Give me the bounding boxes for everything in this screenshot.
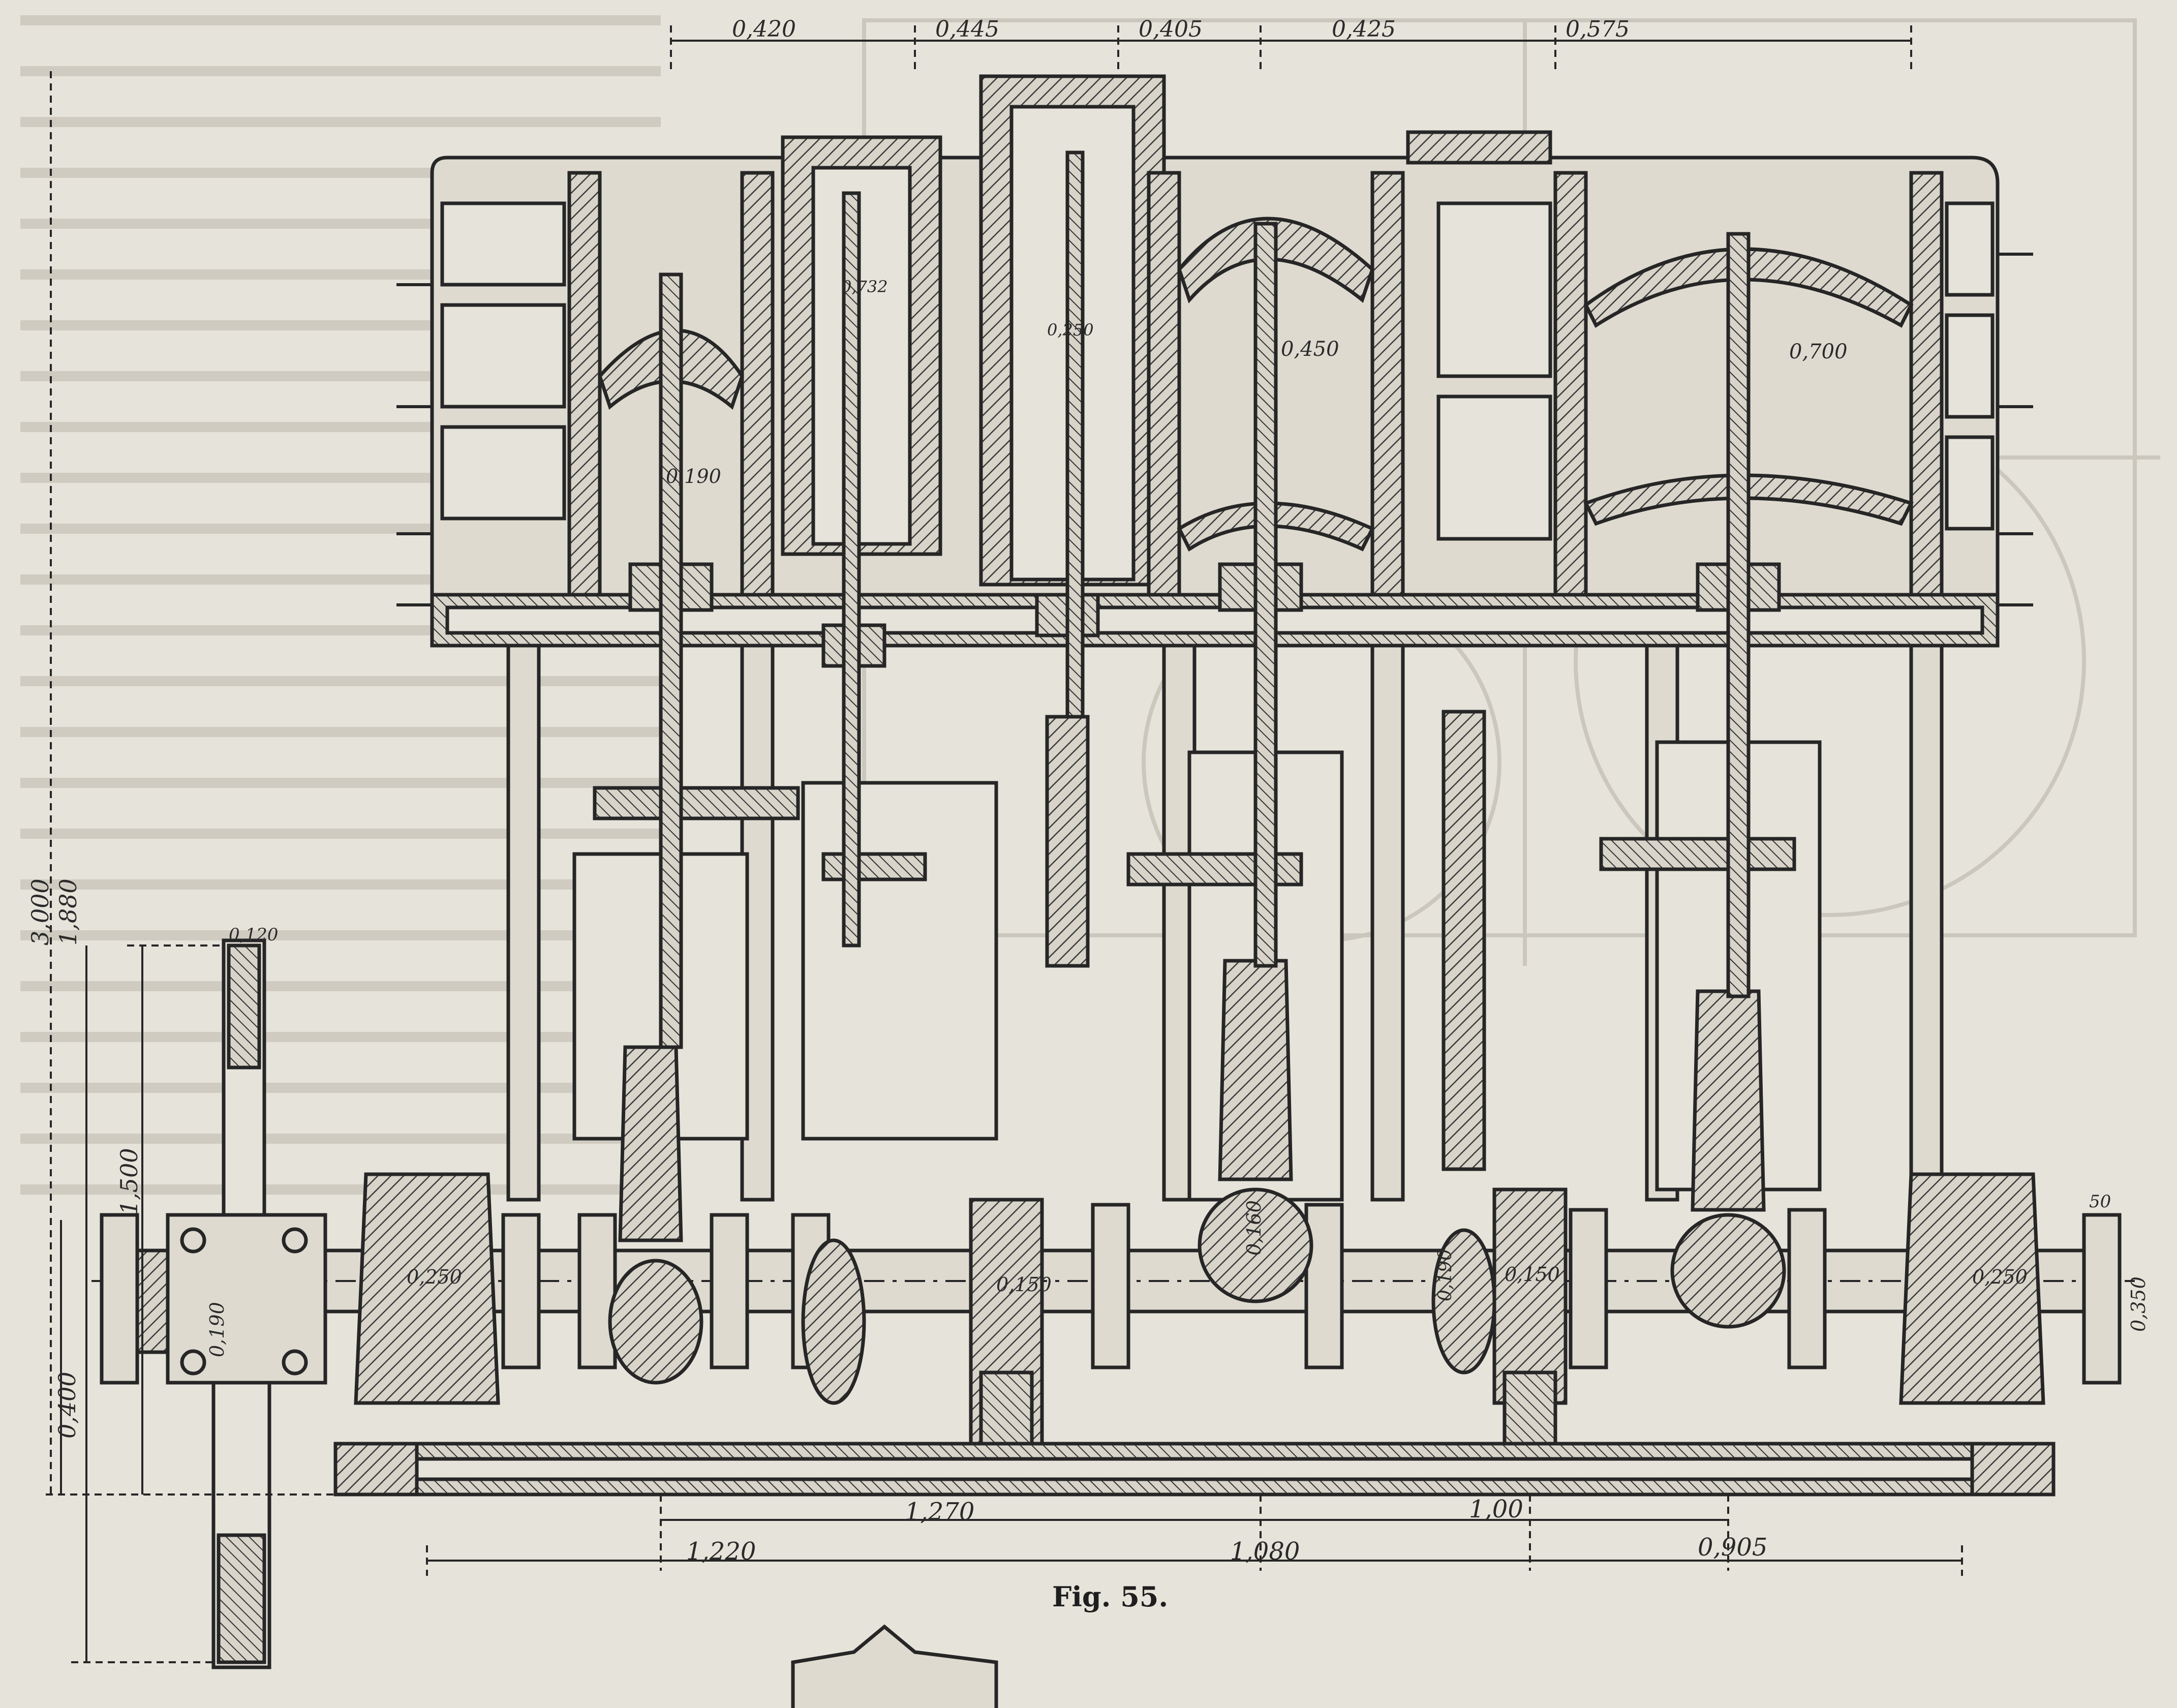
next-figure-fragment bbox=[791, 1624, 998, 1708]
valve-rod-2 bbox=[1065, 150, 1085, 719]
bedplate-foot-right bbox=[1970, 1442, 2056, 1497]
dim-top-5: 0,575 bbox=[1566, 16, 1630, 42]
guide-valve bbox=[801, 781, 998, 1141]
left-dimension-labels: 3,000 1,880 1,500 0,400 bbox=[26, 878, 143, 1439]
left-chamber-3 bbox=[440, 425, 566, 521]
dim-bottom-lower-2: 1,080 bbox=[1230, 1537, 1300, 1566]
turning-gear-bolt-1 bbox=[180, 1227, 206, 1254]
dim-left-3000: 3,000 bbox=[26, 878, 54, 946]
piston-lp bbox=[1583, 247, 1914, 328]
dim-0450: 0,450 bbox=[1281, 338, 1339, 361]
right-chamber-2 bbox=[1945, 313, 1995, 419]
bearing-left bbox=[354, 1172, 500, 1405]
turning-gear-bolt-2 bbox=[282, 1227, 308, 1254]
lever-lower-grip bbox=[217, 1533, 266, 1664]
big-end-lp bbox=[1670, 1213, 1786, 1329]
turning-gear-body bbox=[166, 1213, 327, 1385]
dim-bottom-lower-3: 0,905 bbox=[1698, 1533, 1767, 1562]
crosshead-hp bbox=[593, 786, 800, 820]
crank-web-5 bbox=[1091, 1203, 1130, 1369]
dim-0732: 0,732 bbox=[841, 277, 888, 296]
dim-50-flange: 50 bbox=[2089, 1192, 2111, 1212]
crank-web-8 bbox=[1787, 1208, 1827, 1369]
dim-top-4: 0,425 bbox=[1332, 16, 1396, 42]
dim-0350-flange: 0,350 bbox=[2127, 1276, 2150, 1332]
left-chamber-2 bbox=[440, 303, 566, 409]
coupling-flange-right bbox=[2082, 1213, 2122, 1385]
column-left-outer bbox=[506, 644, 541, 1202]
bedplate-inner bbox=[354, 1457, 2035, 1481]
crank-web-7 bbox=[1569, 1208, 1608, 1369]
dim-bottom-upper-1: 1,270 bbox=[905, 1498, 974, 1526]
piston-rod-hp bbox=[659, 272, 683, 1049]
turning-gear-bolt-3 bbox=[180, 1349, 206, 1376]
bedplate-foot-left bbox=[333, 1442, 419, 1497]
conrod-lp bbox=[1691, 989, 1766, 1212]
dim-0150-crank-mid: 0,150 bbox=[996, 1273, 1052, 1296]
dim-0250-crank-right: 0,250 bbox=[1972, 1266, 2028, 1288]
piston-rod-ip bbox=[1253, 222, 1278, 968]
lp-chamber-upper bbox=[1436, 201, 1552, 378]
dim-0250-valve: 0,250 bbox=[1047, 320, 1094, 340]
dim-left-1500: 1,500 bbox=[115, 1148, 143, 1215]
inner-dimension-labels: 0,732 0,250 0,450 0,700 0,190 0,190 0,25… bbox=[206, 277, 2150, 1357]
conrod-hp bbox=[618, 1045, 683, 1242]
ip-cylinder-wall-2 bbox=[1370, 171, 1405, 597]
engine bbox=[91, 74, 2135, 1708]
conrod-eccentric bbox=[1442, 710, 1486, 1171]
crosshead-lp bbox=[1599, 837, 1796, 871]
dim-left-1880: 1,880 bbox=[54, 878, 82, 946]
top-dimension-labels: 0,420 0,445 0,405 0,425 0,575 bbox=[732, 16, 1630, 42]
coupling-flange-left bbox=[100, 1213, 139, 1385]
valve-chest-left-inner bbox=[811, 166, 912, 546]
dim-bottom-lower-1: 1,220 bbox=[686, 1537, 756, 1566]
turning-gear-bolt-4 bbox=[282, 1349, 308, 1376]
column-right-outer bbox=[1909, 644, 1944, 1202]
dim-0190-rod: 0,190 bbox=[666, 465, 721, 487]
crank-web-1 bbox=[501, 1213, 541, 1369]
big-end-ip bbox=[1198, 1187, 1313, 1303]
lever-upper-grip bbox=[227, 943, 261, 1070]
ip-cylinder-wall bbox=[1147, 171, 1181, 597]
crank-web-2 bbox=[577, 1213, 617, 1369]
piston-rod-lp bbox=[1726, 232, 1751, 998]
lp-cylinder-wall-2 bbox=[1909, 171, 1944, 597]
conrod-valve bbox=[1045, 715, 1090, 968]
dim-bottom-upper-2: 1,00 bbox=[1469, 1495, 1523, 1523]
dim-top-2: 0,445 bbox=[935, 16, 999, 42]
right-chamber-3 bbox=[1945, 435, 1995, 531]
dim-0120-lever: 0,120 bbox=[229, 925, 278, 945]
crosshead-valve bbox=[821, 852, 927, 881]
lp-chamber-lower bbox=[1436, 394, 1552, 541]
hp-cylinder-wall-2 bbox=[740, 171, 775, 597]
cover-dome bbox=[1406, 130, 1552, 165]
dim-0250-crank-left: 0,250 bbox=[407, 1266, 462, 1288]
figure-caption: Fig. 55. bbox=[1052, 1580, 1168, 1613]
crank-web-6 bbox=[1304, 1203, 1344, 1369]
piston-lp-lower bbox=[1583, 473, 1914, 526]
conrod-ip bbox=[1218, 959, 1293, 1181]
big-end-hp bbox=[608, 1259, 703, 1385]
dim-top-3: 0,405 bbox=[1139, 16, 1203, 42]
dim-left-0400: 0,400 bbox=[53, 1371, 81, 1439]
dimension-lines bbox=[46, 25, 1963, 1663]
dim-0160-crank: 0,160 bbox=[1243, 1200, 1265, 1256]
hp-cylinder-wall bbox=[567, 171, 602, 597]
block-side-bolts bbox=[396, 253, 2033, 606]
eccentric-1 bbox=[801, 1238, 866, 1405]
left-chamber-1 bbox=[440, 201, 566, 287]
crank-web-3 bbox=[710, 1213, 749, 1369]
dim-0190-shaft: 0,190 bbox=[206, 1302, 228, 1357]
dim-0700: 0,700 bbox=[1789, 340, 1848, 363]
right-chamber-1 bbox=[1945, 201, 1995, 297]
dim-top-1: 0,420 bbox=[732, 16, 796, 42]
valve-rod-1 bbox=[842, 191, 861, 948]
bearing-right bbox=[1899, 1172, 2045, 1405]
bottom-dimension-labels: 1,270 1,00 1,220 1,080 0,905 bbox=[686, 1495, 1767, 1566]
column-mid-right bbox=[1370, 644, 1405, 1202]
dim-0190-crank-right: 0,190 bbox=[1435, 1249, 1456, 1301]
dim-0150-crank-right: 0,150 bbox=[1505, 1263, 1560, 1286]
lp-cylinder-wall bbox=[1553, 171, 1588, 597]
